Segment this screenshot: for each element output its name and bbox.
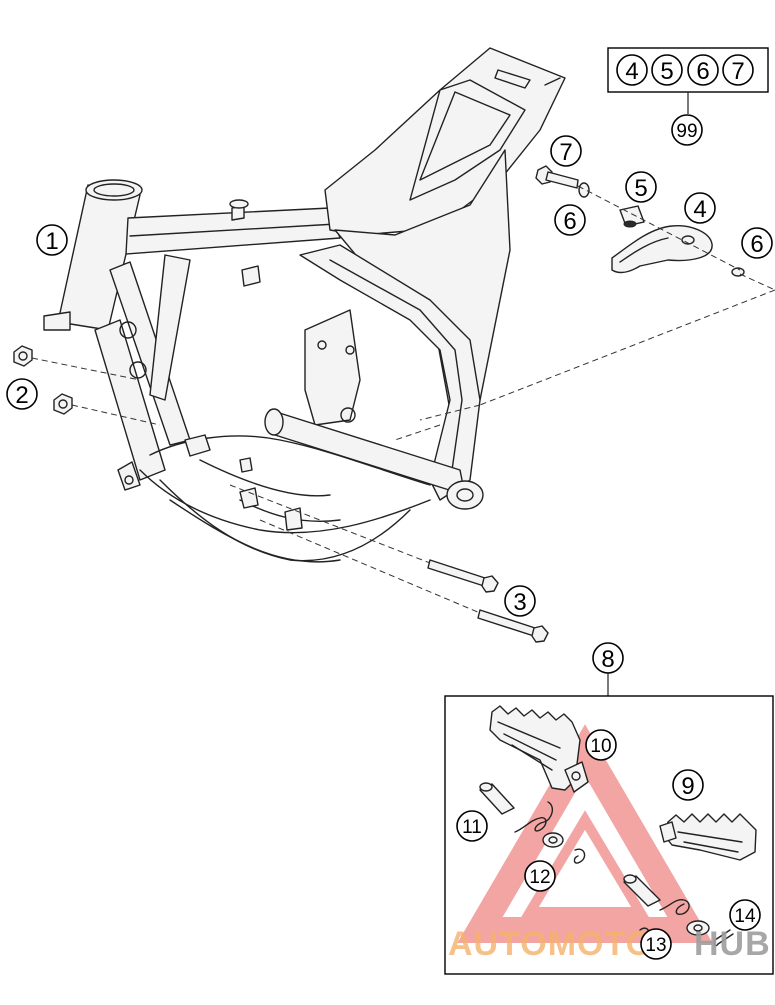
watermark-text-b: HUB bbox=[694, 925, 771, 963]
kit-number-label: 99 bbox=[676, 121, 697, 142]
callout-12: 12 bbox=[524, 860, 556, 892]
kit-number: 99 bbox=[671, 114, 703, 146]
callout-10: 10 bbox=[585, 729, 617, 761]
callout-5: 5 bbox=[625, 171, 657, 203]
callout-6-right: 6 bbox=[741, 227, 773, 259]
callout-1: 1 bbox=[36, 224, 68, 256]
callout-8: 8 bbox=[592, 642, 624, 674]
watermark-logo bbox=[457, 724, 713, 943]
kit-item-6: 6 bbox=[687, 54, 719, 86]
watermark-text-a: AUTOMOTO bbox=[448, 925, 653, 963]
callout-14-label: 14 bbox=[734, 906, 756, 927]
callout-1-label: 1 bbox=[45, 228, 58, 255]
callout-11: 11 bbox=[456, 810, 488, 842]
callout-3: 3 bbox=[504, 585, 536, 617]
callout-4: 4 bbox=[684, 192, 716, 224]
kit-item-4: 4 bbox=[616, 54, 648, 86]
frame-drawing bbox=[43, 47, 566, 563]
callout-6: 6 bbox=[554, 204, 586, 236]
footrest-parts bbox=[479, 705, 757, 947]
callout-11-label: 11 bbox=[462, 817, 482, 838]
callout-3-label: 3 bbox=[513, 589, 526, 616]
callout-13-label: 13 bbox=[645, 935, 666, 956]
kit-item-5: 5 bbox=[651, 54, 683, 86]
callout-9: 9 bbox=[672, 769, 704, 801]
callout-2-label: 2 bbox=[15, 382, 28, 409]
callout-7: 7 bbox=[550, 135, 582, 167]
kit-item-7-label: 7 bbox=[731, 58, 744, 85]
callout-14: 14 bbox=[729, 899, 761, 931]
kit-item-4-label: 4 bbox=[625, 58, 638, 85]
callout-7-label: 7 bbox=[559, 139, 572, 166]
callout-10-label: 10 bbox=[590, 736, 611, 757]
kit-item-6-label: 6 bbox=[696, 58, 709, 85]
callout-2: 2 bbox=[6, 378, 38, 410]
flange-nuts bbox=[13, 345, 73, 415]
callout-8-label: 8 bbox=[601, 646, 614, 673]
callout-9-label: 9 bbox=[681, 773, 694, 800]
callout-12-label: 12 bbox=[529, 867, 550, 888]
callout-6-right-label: 6 bbox=[750, 231, 763, 258]
long-bolts bbox=[427, 559, 549, 643]
callout-4-label: 4 bbox=[693, 196, 706, 223]
callout-5-label: 5 bbox=[634, 175, 647, 202]
callout-13: 13 bbox=[640, 928, 672, 960]
kit-item-7: 7 bbox=[722, 54, 754, 86]
callout-6-label: 6 bbox=[563, 208, 576, 235]
kit-item-5-label: 5 bbox=[660, 58, 673, 85]
